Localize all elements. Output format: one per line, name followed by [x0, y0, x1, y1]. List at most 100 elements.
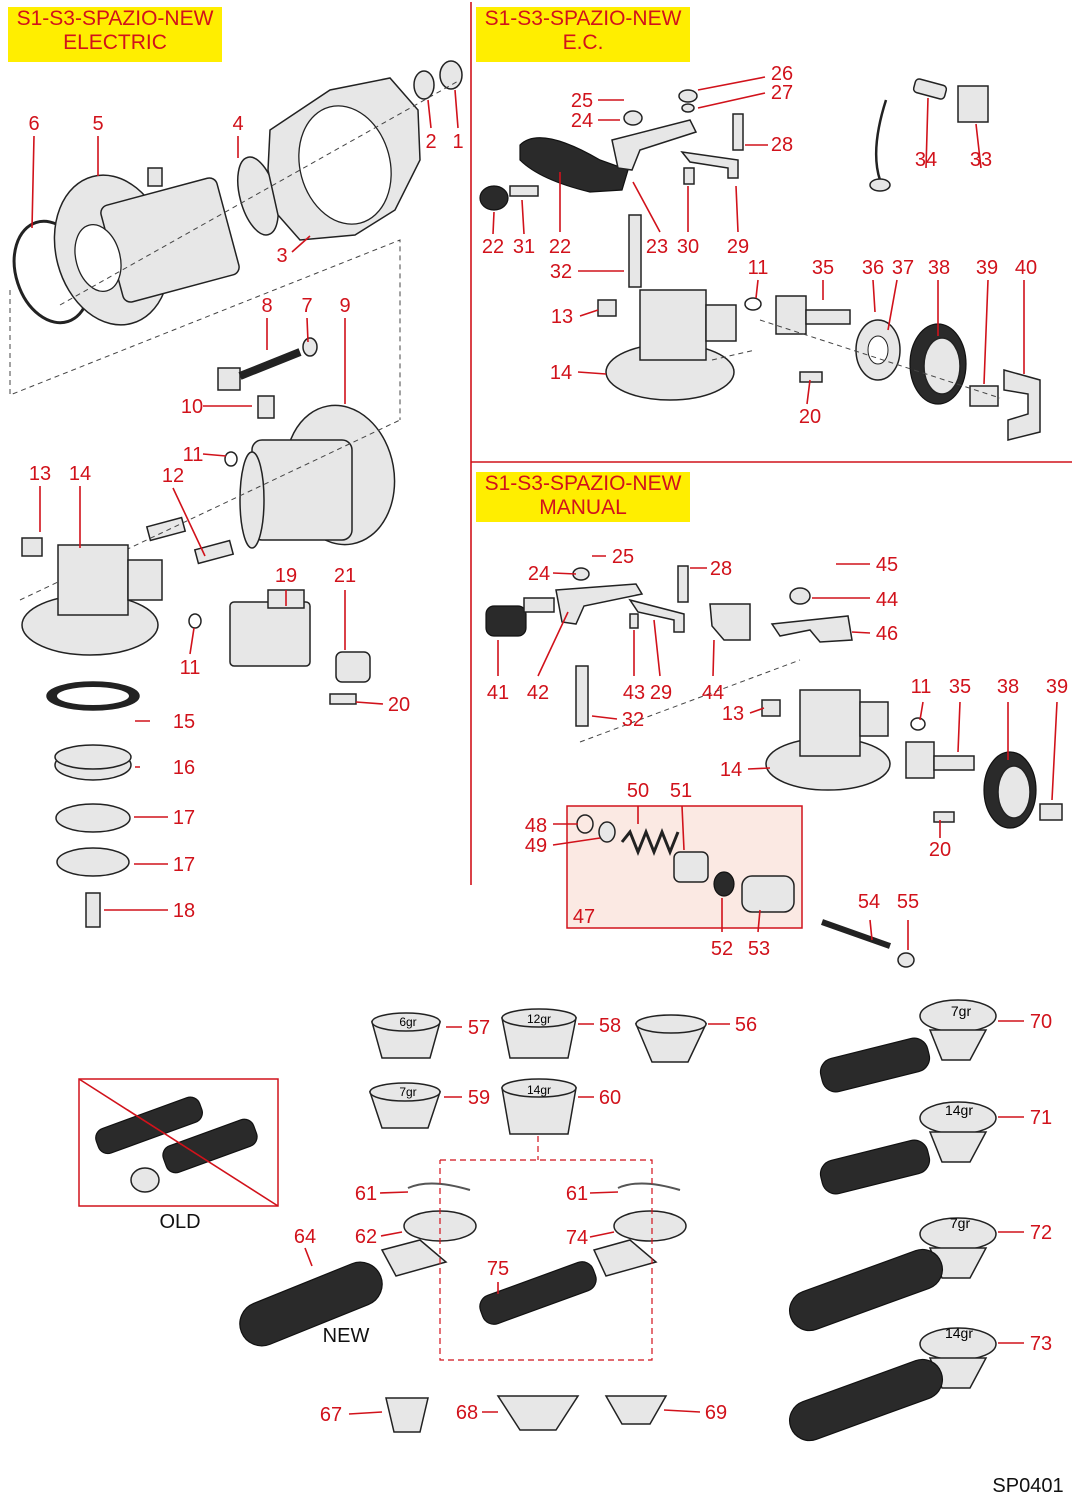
callout: 49	[525, 835, 547, 857]
callout: 39	[1046, 676, 1068, 698]
callout: 19	[275, 565, 297, 587]
callout: 74	[566, 1227, 588, 1249]
electric-group-base	[21, 537, 371, 705]
callout: 47	[573, 906, 595, 928]
callout: 32	[622, 709, 644, 731]
callout: 14	[69, 463, 91, 485]
callout: 21	[334, 565, 356, 587]
ec-electrode-parts	[869, 78, 989, 192]
basket-label: 14gr	[527, 1083, 551, 1097]
basket-label: 7gr	[399, 1085, 416, 1099]
callout: 38	[997, 676, 1019, 698]
callout: 2	[425, 131, 436, 153]
callout: 24	[571, 110, 593, 132]
ec-lever-parts	[479, 89, 744, 288]
callout: 48	[525, 815, 547, 837]
section-title-line2: ELECTRIC	[63, 31, 167, 54]
basket-label: 12gr	[527, 1012, 551, 1026]
callout: 75	[487, 1258, 509, 1280]
callout: 46	[876, 623, 898, 645]
callout: 44	[702, 682, 724, 704]
callout: 52	[711, 938, 733, 960]
portafilter-label: 14gr	[945, 1325, 973, 1341]
callout: 6	[28, 113, 39, 135]
callout: 37	[892, 257, 914, 279]
portafilters-right	[789, 999, 997, 1442]
callout: 55	[897, 891, 919, 913]
section-title-ec: S1-S3-SPAZIO-NEW E.C.	[476, 7, 690, 62]
callout: 33	[970, 149, 992, 171]
callout: 31	[513, 236, 535, 258]
callout: 51	[670, 780, 692, 802]
callout: 13	[551, 306, 573, 328]
spouts	[385, 1395, 668, 1433]
callout: 64	[294, 1226, 316, 1248]
callout: 28	[771, 134, 793, 156]
callout: 24	[528, 563, 550, 585]
callout: 57	[468, 1017, 490, 1039]
callout: 29	[727, 236, 749, 258]
callout: 25	[612, 546, 634, 568]
callout: 23	[646, 236, 668, 258]
callout: 17	[173, 807, 195, 829]
callout: 35	[812, 257, 834, 279]
callout: 69	[705, 1402, 727, 1424]
manual-group-base	[761, 689, 1063, 829]
callout: 17	[173, 854, 195, 876]
callout: 12	[162, 465, 184, 487]
callout-labels-bottom: 57 58 56 59 60 70 71 61 61 62 74 64 75 7…	[294, 1011, 1052, 1426]
callout: 27	[771, 82, 793, 104]
portafilters-center	[239, 1136, 687, 1361]
electric-piston-housing	[9, 239, 401, 601]
callout: 61	[355, 1183, 377, 1205]
callout: 14	[720, 759, 742, 781]
callout: 22	[549, 236, 571, 258]
callout: 53	[748, 938, 770, 960]
callout: 45	[876, 554, 898, 576]
new-label: NEW	[323, 1325, 370, 1347]
leader-lines	[31, 76, 1058, 1415]
callout: 15	[173, 711, 195, 733]
callout: 42	[527, 682, 549, 704]
callout: 41	[487, 682, 509, 704]
callout: 7	[301, 295, 312, 317]
callout: 11	[183, 444, 204, 466]
callout: 43	[623, 682, 645, 704]
callout: 34	[915, 149, 937, 171]
callout: 14	[550, 362, 572, 384]
manual-lever-parts	[485, 565, 853, 743]
basket-label: 6gr	[399, 1015, 416, 1029]
callout: 72	[1030, 1222, 1052, 1244]
callout: 20	[929, 839, 951, 861]
callout: 5	[92, 113, 103, 135]
manual-pin-parts	[821, 919, 915, 968]
portafilter-label: 14gr	[945, 1102, 973, 1118]
electric-group-assembly	[12, 60, 463, 326]
callout: 1	[452, 131, 463, 153]
section-title-manual: S1-S3-SPAZIO-NEW MANUAL	[476, 472, 690, 522]
callout: 67	[320, 1404, 342, 1426]
callout: 40	[1015, 257, 1037, 279]
capacity-labels: 6gr 12gr 7gr 14gr 7gr 14gr 7gr 14gr	[399, 1003, 973, 1341]
callout: 3	[276, 245, 287, 267]
manual-valve-kit-panel	[566, 805, 803, 929]
callout: 56	[735, 1014, 757, 1036]
callout: 58	[599, 1015, 621, 1037]
callout: 62	[355, 1226, 377, 1248]
filter-baskets	[368, 1008, 708, 1135]
portafilter-label: 7gr	[950, 1215, 971, 1231]
section-title-line1: S1-S3-SPAZIO-NEW	[484, 7, 682, 30]
callout: 11	[911, 676, 932, 698]
callout: 13	[722, 703, 744, 725]
callout-labels-electric: 6 5 4 2 1 3 8 7 9 10 11 12 13 14 11 19 2…	[28, 113, 463, 922]
callout: 30	[677, 236, 699, 258]
section-title-line2: E.C.	[562, 31, 604, 54]
callout-labels-ec: 25 24 26 27 28 22 31 22 23 30 29 32 34 3…	[482, 63, 1037, 428]
callout: 36	[862, 257, 884, 279]
callout: 35	[949, 676, 971, 698]
callout: 68	[456, 1402, 478, 1424]
callout: 20	[799, 406, 821, 428]
callout: 4	[232, 113, 243, 135]
callout: 39	[976, 257, 998, 279]
